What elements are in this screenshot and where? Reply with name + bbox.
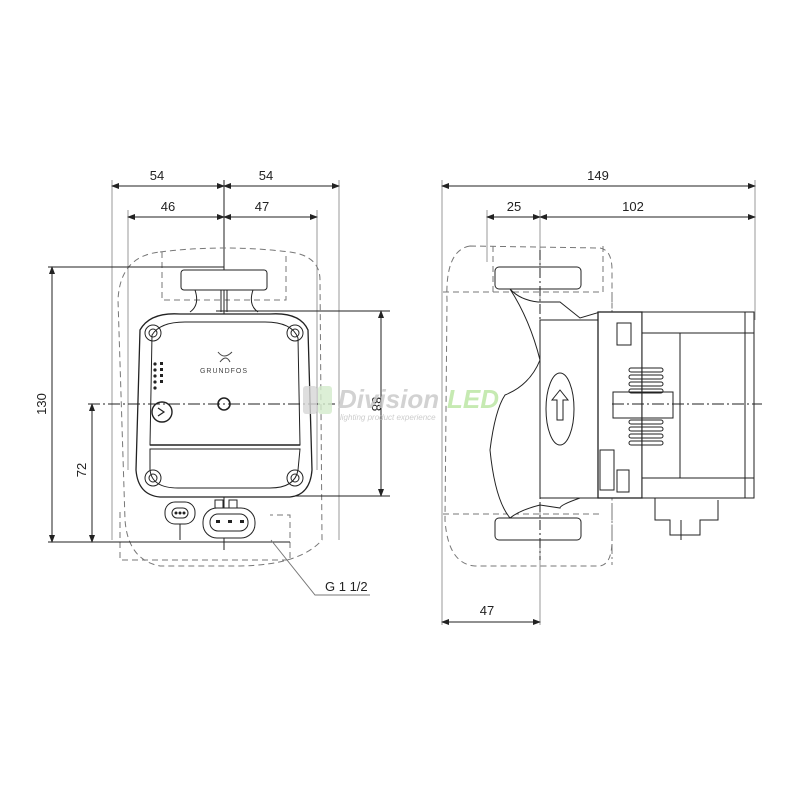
dim-54-left: 54 bbox=[150, 168, 164, 183]
dim-88: 88 bbox=[369, 397, 384, 411]
watermark-logo-icon bbox=[303, 386, 317, 414]
dim-72: 72 bbox=[74, 463, 89, 477]
dim-54-right: 54 bbox=[259, 168, 273, 183]
brand-logo-icon bbox=[217, 351, 233, 363]
dim-149: 149 bbox=[587, 168, 609, 183]
watermark-tagline: lighting product experience bbox=[340, 413, 436, 422]
side-view bbox=[441, 180, 762, 625]
led-indicators bbox=[153, 362, 163, 390]
brand-logo-text: GRUNDFOS bbox=[200, 368, 248, 375]
dim-130: 130 bbox=[34, 393, 49, 415]
front-view bbox=[48, 180, 390, 596]
mode-button-icon bbox=[151, 401, 173, 423]
cooling-fins bbox=[612, 367, 674, 446]
watermark: Division LED lighting product experience bbox=[303, 384, 499, 422]
dim-102: 102 bbox=[622, 199, 644, 214]
dim-46: 46 bbox=[161, 199, 175, 214]
vertical-dimensions bbox=[49, 266, 384, 543]
dim-47-front: 47 bbox=[255, 199, 269, 214]
dim-47-side: 47 bbox=[480, 603, 494, 618]
thread-callout: G 1 1/2 bbox=[325, 579, 368, 594]
dim-25: 25 bbox=[507, 199, 521, 214]
watermark-brand: Division bbox=[338, 384, 439, 414]
watermark-brand-led: LED bbox=[447, 384, 499, 414]
